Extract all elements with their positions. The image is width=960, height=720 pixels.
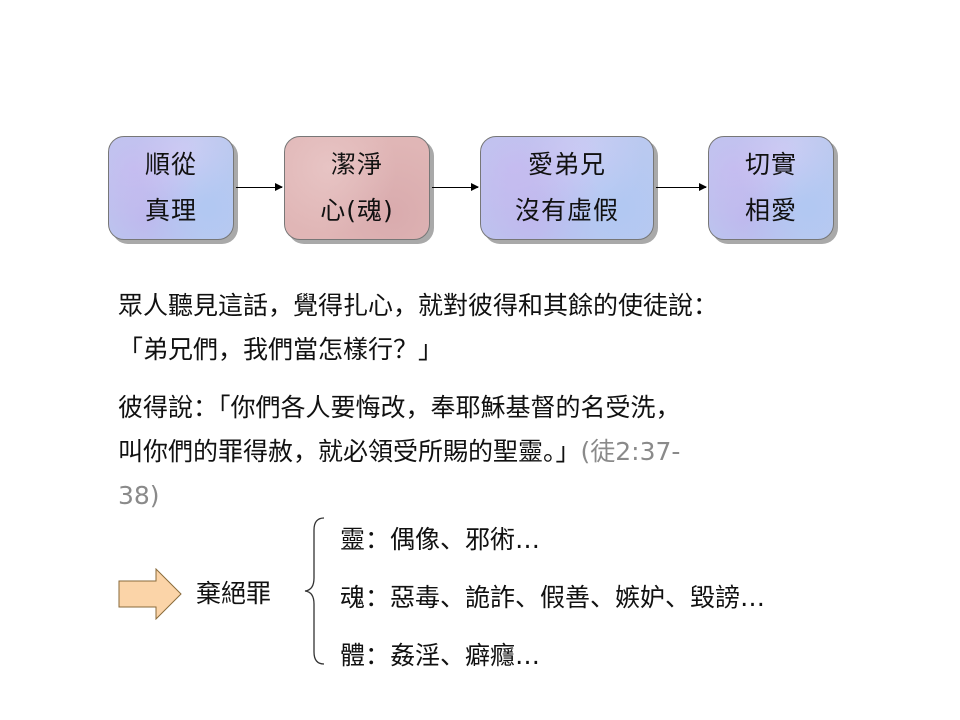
forsake-item-key: 體： [340,641,391,670]
flow-arrow-2 [432,183,479,191]
flow-box-line1: 潔淨 [330,150,383,179]
passage-text: 叫你們的罪得赦，就必領受所賜的聖靈。」 [118,437,581,466]
left-brace-icon [304,517,325,665]
flow-box-line2: 沒有虛假 [514,196,619,225]
passage-line: 眾人聽見這話，覺得扎心，就對彼得和其餘的使徒說： [118,291,719,320]
flow-box-obey-truth: 順從 真理 [108,136,234,240]
scripture-reference: (徒2:37- [580,437,681,466]
flow-box-line2: 相愛 [744,196,797,225]
forsake-item-text: 姦淫、癖癮… [390,641,541,670]
forsake-item-key: 靈： [340,525,391,554]
passage-line: 彼得說：「你們各人要悔改，奉耶穌基督的名受洗， [118,393,681,422]
passage-line: 「弟兄們，我們當怎樣行？」 [118,335,444,364]
flow-box-love-fervently: 切實 相愛 [708,136,834,240]
passage-paragraph-2: 彼得說：「你們各人要悔改，奉耶穌基督的名受洗， 叫你們的罪得赦，就必領受所賜的聖… [118,386,681,518]
forsake-item-text: 偶像、邪術… [390,525,541,554]
flow-box-purify-heart: 潔淨 心(魂) [284,136,430,240]
right-arrow-icon [118,568,182,620]
forsake-item-spirit: 靈：偶像、邪術… [340,520,540,556]
flow-arrow-1 [236,183,283,191]
flow-arrow-3 [656,183,707,191]
flow-box-line2: 真理 [144,196,197,225]
passage-line: 叫你們的罪得赦，就必領受所賜的聖靈。」(徒2:37- [118,430,681,474]
flow-box-line1: 順從 [144,150,197,179]
passage-paragraph-1: 眾人聽見這話，覺得扎心，就對彼得和其餘的使徒說： 「弟兄們，我們當怎樣行？」 [118,284,718,372]
forsake-item-soul: 魂：惡毒、詭詐、假善、嫉妒、毀謗… [340,578,765,614]
forsake-item-body: 體：姦淫、癖癮… [340,636,540,672]
flow-box-line2: 心(魂) [320,196,394,225]
flow-box-line1: 愛弟兄 [527,150,606,179]
flow-box-line1: 切實 [744,150,797,179]
forsake-item-text: 惡毒、詭詐、假善、嫉妒、毀謗… [390,583,766,612]
forsake-item-key: 魂： [340,583,391,612]
flow-box-love-brethren: 愛弟兄 沒有虛假 [480,136,654,240]
scripture-reference-cont: 38) [118,481,160,510]
forsake-sin-label: 棄絕罪 [196,579,272,608]
